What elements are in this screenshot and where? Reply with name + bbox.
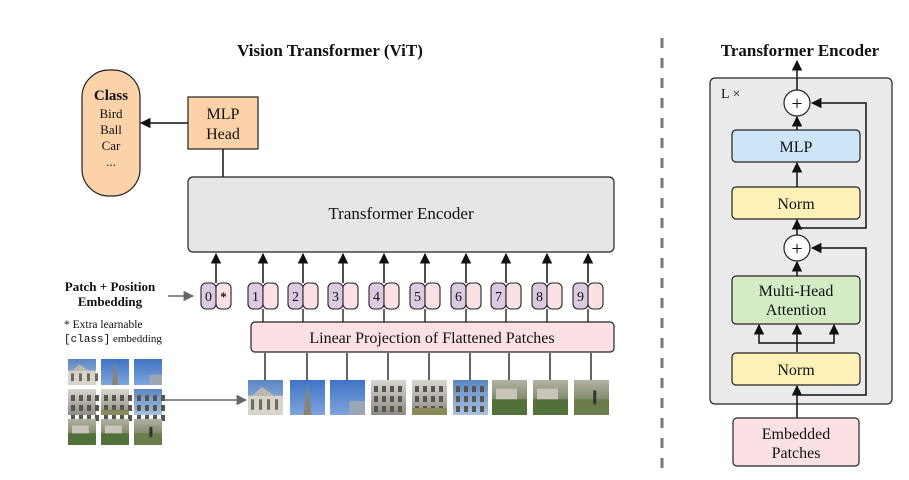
patch-embedding-cell	[342, 282, 359, 310]
position-index: 4	[373, 290, 380, 305]
image-patch	[330, 380, 365, 415]
image-patch	[533, 380, 568, 415]
flattened-patches-row	[248, 353, 609, 415]
patch-embedding-cell	[587, 282, 604, 310]
mlp-head-label: Head	[206, 126, 240, 143]
class-heading: Class	[94, 88, 128, 104]
repeat-label: L ×	[721, 87, 740, 102]
position-index: 3	[332, 290, 339, 305]
patch-embedding-cell	[546, 282, 563, 310]
position-token: 4	[368, 252, 400, 322]
patch-embedding-cell	[215, 282, 232, 310]
image-patch	[68, 359, 98, 385]
mlp-label: MLP	[780, 139, 813, 156]
image-patch	[371, 380, 406, 415]
position-index: 5	[414, 290, 421, 305]
class-item: ...	[106, 154, 116, 169]
attention-label: Attention	[766, 302, 826, 319]
qkv-branch-right	[797, 323, 840, 344]
position-index: 6	[455, 290, 462, 305]
image-patch	[453, 380, 488, 415]
image-patch	[101, 419, 129, 445]
position-index: 7	[495, 290, 502, 305]
embedded-patches-label: Patches	[772, 445, 821, 462]
attention-label: Multi-Head	[759, 283, 834, 300]
patch-embedding-cell	[505, 282, 522, 310]
linear-projection-label: Linear Projection of Flattened Patches	[309, 330, 554, 347]
mlp-head-box	[187, 96, 259, 150]
position-token: 3	[327, 252, 359, 322]
vit-title: Vision Transformer (ViT)	[237, 41, 423, 60]
image-patch	[248, 380, 283, 415]
linear-projection-box	[250, 321, 615, 353]
position-index: 1	[252, 290, 259, 305]
patch-embedding-cell	[465, 282, 482, 310]
image-patch	[134, 419, 162, 445]
patch-embedding-cell	[262, 282, 279, 310]
transformer-encoder-label: Transformer Encoder	[328, 204, 474, 223]
embedded-patches-box	[732, 417, 860, 467]
image-patch	[412, 380, 447, 415]
residual-connection-top	[797, 97, 867, 229]
class-token-marker: *	[220, 289, 227, 304]
patch-embedding-cell	[383, 282, 400, 310]
class-token-note: * Extra learnable	[64, 319, 143, 331]
position-index: 8	[536, 290, 543, 305]
norm-label-bottom: Norm	[777, 362, 815, 379]
class-token-code: [class]	[64, 334, 110, 346]
patch-embedding-cell	[302, 282, 319, 310]
class-item: Ball	[100, 122, 122, 137]
position-token: 0*	[200, 252, 232, 310]
class-item: Bird	[99, 106, 123, 121]
position-token: 6	[450, 252, 482, 322]
embedding-label: Patch + Position	[65, 279, 156, 294]
position-token: 2	[287, 252, 319, 322]
image-patch	[574, 380, 609, 415]
class-item: Car	[102, 138, 121, 153]
image-patch	[134, 359, 162, 385]
image-patch-grid	[68, 359, 165, 445]
image-patch	[290, 380, 325, 415]
encoder-title: Transformer Encoder	[721, 41, 880, 60]
position-index: 9	[577, 290, 584, 305]
qkv-branch-left	[753, 323, 797, 344]
mlp-head-label: MLP	[207, 106, 240, 123]
image-patch	[134, 389, 165, 421]
add-symbol: +	[791, 238, 802, 260]
image-patch	[68, 419, 96, 445]
class-output-box	[81, 69, 141, 197]
class-token-note-line: [class] embedding	[64, 333, 162, 346]
add-symbol: +	[791, 93, 802, 115]
position-token: 9	[572, 252, 604, 322]
position-token: 8	[531, 252, 563, 322]
embedding-label: Embedding	[78, 294, 143, 309]
embedded-patches-label: Embedded	[762, 426, 830, 443]
image-patch	[492, 380, 527, 415]
image-patch	[101, 359, 129, 385]
position-token: 7	[490, 252, 522, 322]
position-token: 5	[409, 252, 441, 322]
transformer-encoder-box	[187, 176, 615, 253]
image-patch	[68, 389, 99, 421]
position-index: 2	[292, 290, 299, 305]
position-index: 0	[205, 290, 212, 305]
patch-embedding-cell	[424, 282, 441, 310]
norm-label-top: Norm	[777, 196, 815, 213]
image-patch	[101, 389, 132, 421]
position-token: 1	[247, 252, 279, 322]
residual-connection-bottom	[797, 242, 867, 396]
class-token-note-suffix: embedding	[110, 333, 162, 345]
